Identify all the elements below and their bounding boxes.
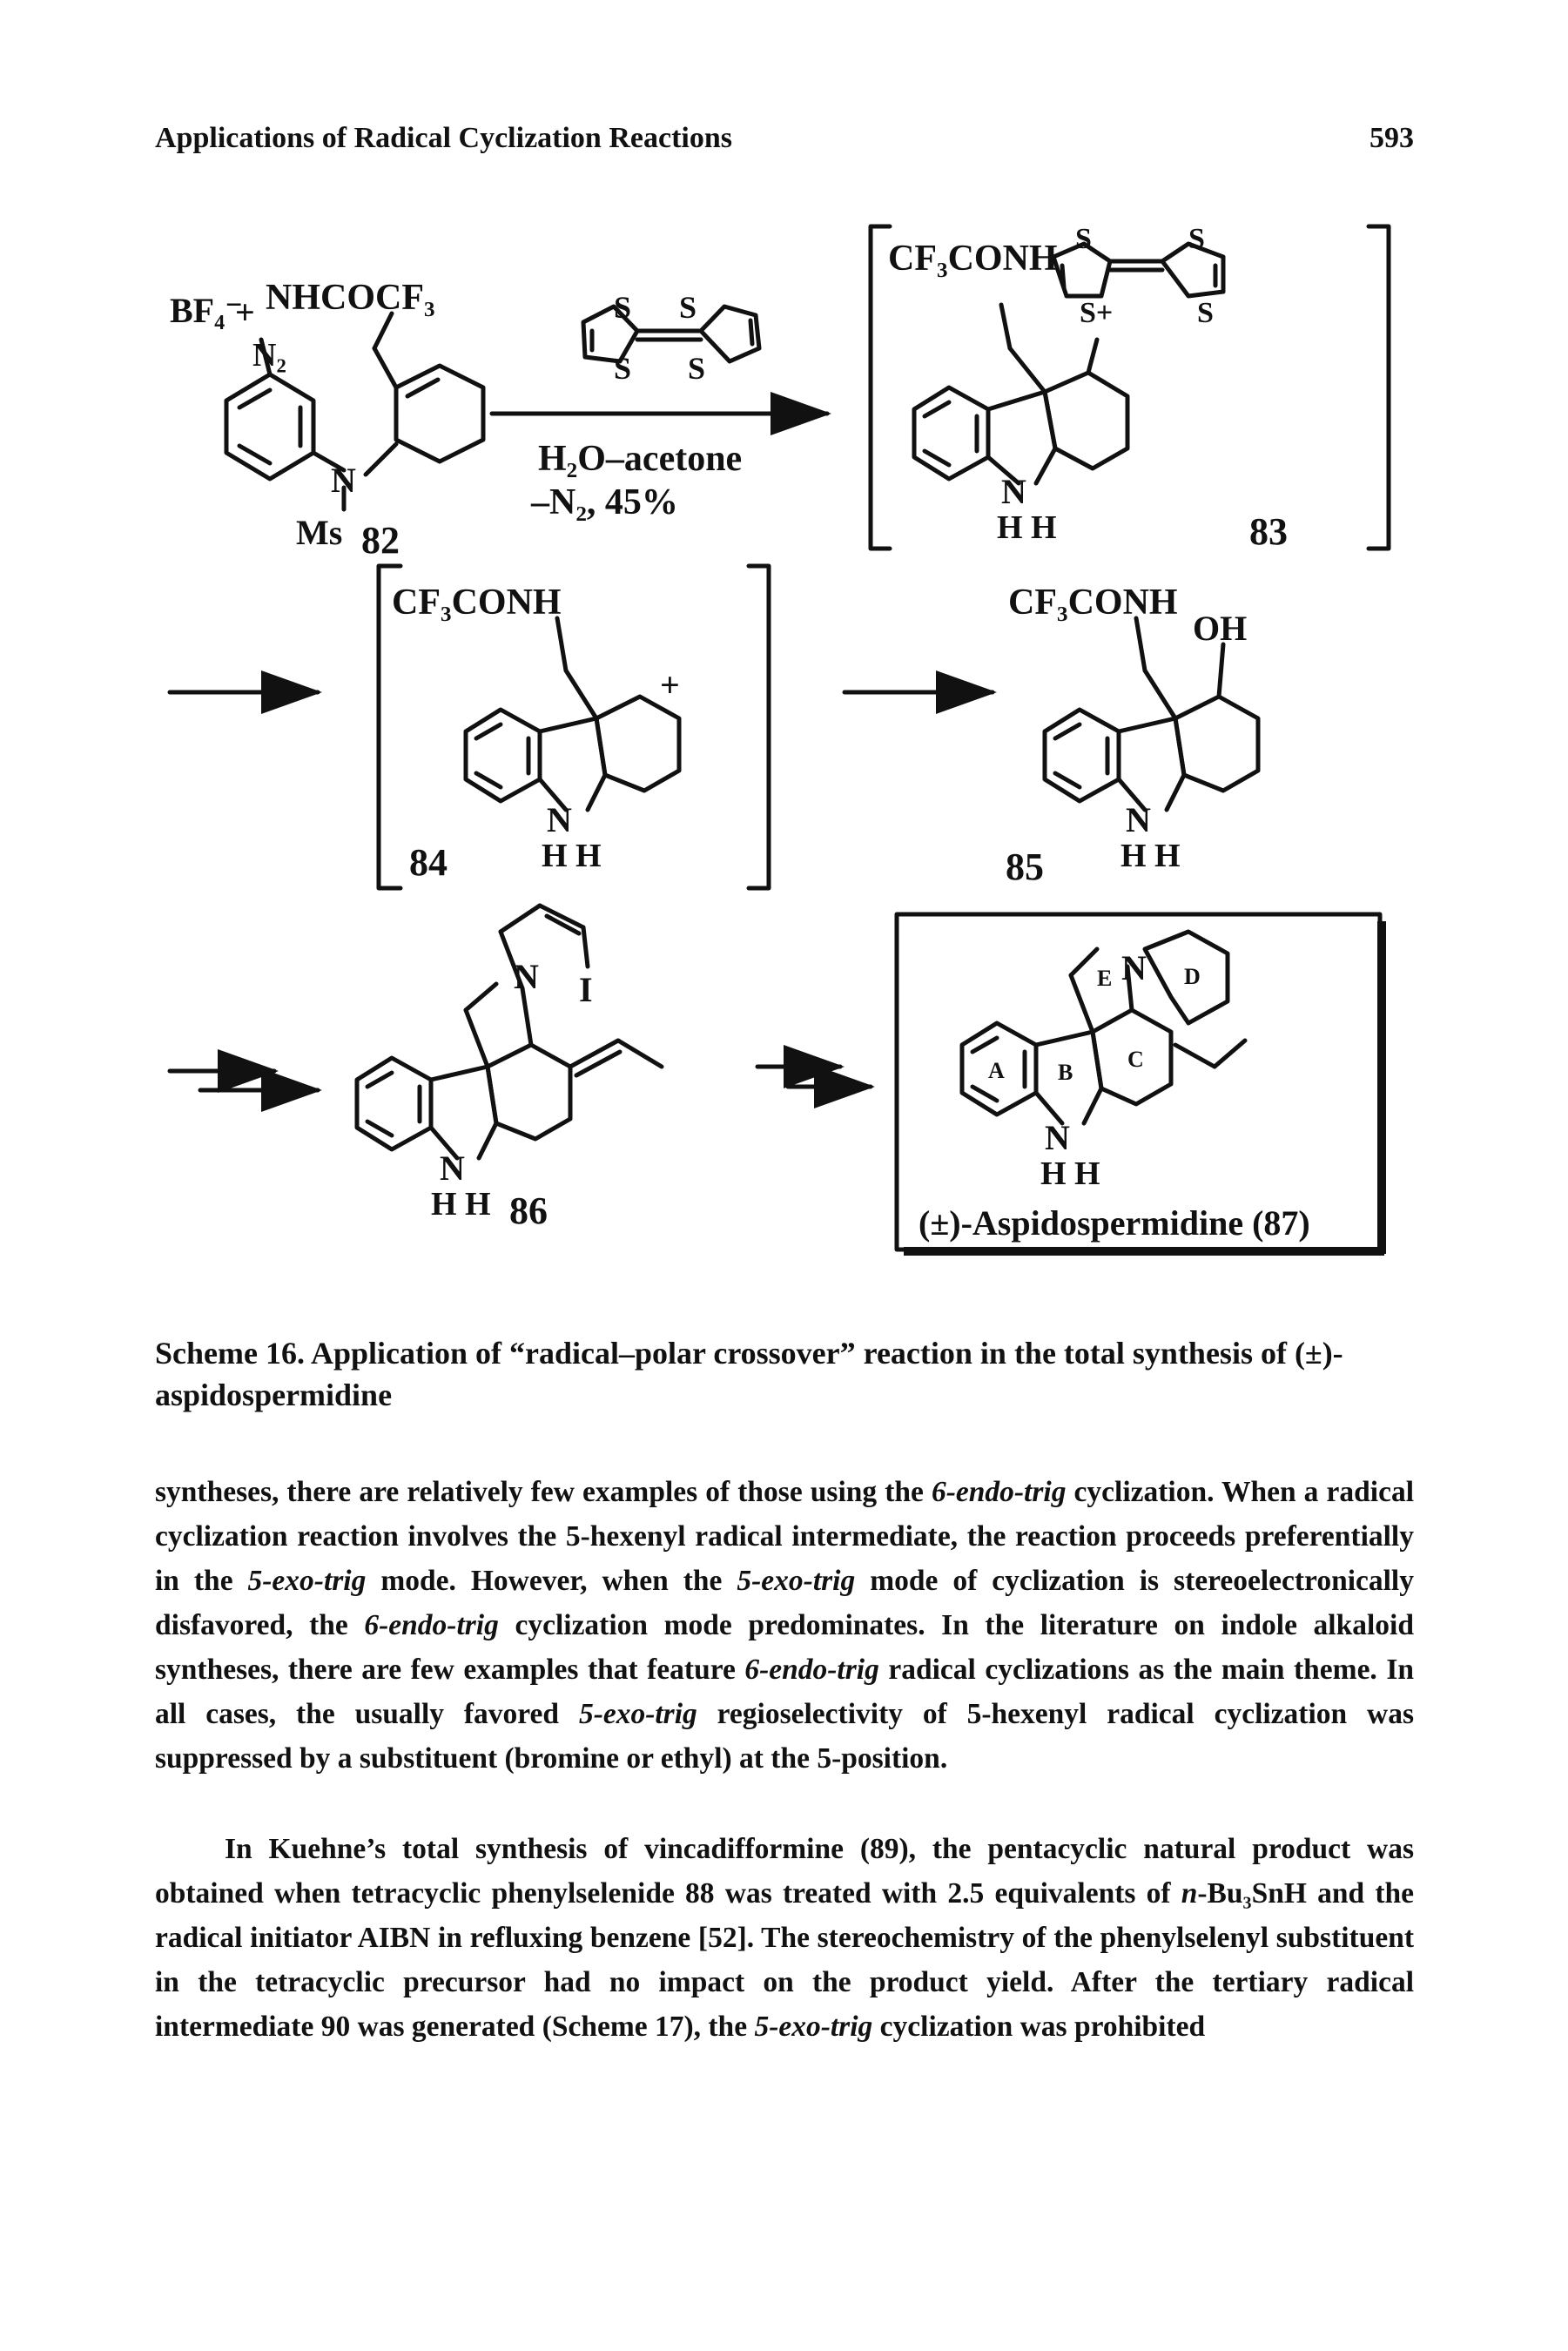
p1-italic-b: 6-endo-trig — [931, 1476, 1067, 1508]
p1-text-k: radical cyclizations as the main theme. … — [155, 1654, 1414, 1730]
compound-84-structure — [463, 616, 682, 812]
bracket-83-left — [868, 224, 892, 551]
p2-text-e: cyclization was prohibited — [872, 2011, 1206, 2043]
compound-label-82: 82 — [361, 519, 400, 562]
p1-text-m: regioselectivity of 5-hexenyl radical cy… — [155, 1698, 1415, 1775]
bracket-84-left — [376, 563, 403, 891]
product-box-shadow-bottom — [904, 1247, 1384, 1256]
scheme-svg: NHCOCF₃ BF₄⁻ + N₂ N Ms 82 S S S S H₂O–ac… — [167, 223, 1391, 1256]
label-ttf-s3: S — [614, 351, 631, 386]
label-83-splus: S+ — [1080, 297, 1113, 329]
compound-83-structure — [912, 241, 1226, 486]
p1-italic-f: 5-exo-trig — [737, 1565, 856, 1597]
label-86-i: I — [579, 970, 593, 1009]
page-number: 593 — [1369, 122, 1414, 154]
ring-label-b: B — [1058, 1060, 1073, 1085]
label-n2: N₂ — [252, 337, 286, 374]
compound-87-structure — [959, 929, 1248, 1126]
compound-label-85: 85 — [1006, 845, 1044, 888]
caption-text: Application of “radical–polar crossover”… — [155, 1336, 1343, 1412]
p2-text-c: -Bu₃SnH and the radical initiator AIBN i… — [155, 1877, 1414, 2043]
label-87-n: N — [1121, 948, 1147, 987]
label-83-s1: S — [1075, 223, 1092, 255]
label-83-cf3conh: CF₃CONH — [888, 239, 1058, 279]
p1-text-a: syntheses, there are relatively few exam… — [155, 1476, 932, 1508]
label-ttf-s1: S — [614, 290, 631, 325]
bracket-83-right — [1366, 224, 1391, 551]
label-83-n: N — [1001, 472, 1026, 511]
ring-label-c: C — [1127, 1047, 1144, 1072]
running-head: Applications of Radical Cyclization Reac… — [155, 122, 1414, 155]
p1-italic-h: 6-endo-trig — [364, 1609, 499, 1641]
p1-text-i: cyclization mode predominates. In the li… — [155, 1609, 1414, 1686]
label-85-oh: OH — [1193, 609, 1247, 648]
compound-label-86: 86 — [509, 1189, 548, 1232]
label-85-n: N — [1126, 800, 1151, 839]
compound-85-structure — [1042, 616, 1261, 812]
p2-italic-d: 5-exo-trig — [754, 2011, 873, 2043]
p1-italic-d: 5-exo-trig — [247, 1565, 367, 1597]
p1-text-g: mode of cyclization is stereoelectronica… — [155, 1565, 1414, 1641]
product-box-shadow-right — [1377, 921, 1386, 1254]
p2-text-a: In Kuehne’s total synthesis of vincadiff… — [155, 1833, 1414, 1910]
ring-label-a: A — [988, 1058, 1005, 1083]
label-82-n: N — [331, 461, 356, 500]
compound-label-83: 83 — [1249, 510, 1288, 553]
ttf-reagent — [581, 304, 762, 364]
reaction-scheme: NHCOCF₃ BF₄⁻ + N₂ N Ms 82 S S S S H₂O–ac… — [131, 209, 1437, 1315]
p1-text-e: mode. However, when the — [366, 1565, 737, 1597]
p1-text-c: cyclization. When a radical cyclization … — [155, 1476, 1415, 1597]
label-ttf-s4: S — [688, 351, 705, 386]
label-85-hh: H H — [1120, 838, 1181, 874]
label-bf4: BF₄⁻ — [170, 291, 243, 330]
ring-label-e: E — [1097, 966, 1112, 991]
caption-label: Scheme 16. — [155, 1336, 305, 1371]
bracket-84-right — [746, 563, 771, 891]
label-84-cf3conh: CF₃CONH — [392, 583, 562, 623]
compound-label-84: 84 — [409, 841, 448, 884]
label-ttf-s2: S — [679, 290, 697, 325]
p1-italic-j: 6-endo-trig — [744, 1654, 879, 1686]
label-bf4-plus: + — [235, 293, 255, 332]
ring-label-d: D — [1184, 964, 1201, 989]
scheme-caption: Scheme 16. Application of “radical–polar… — [155, 1332, 1414, 1416]
label-84-plus: + — [660, 665, 680, 704]
p2-italic-b: n — [1181, 1877, 1198, 1910]
reagent-top: H₂O–acetone — [538, 439, 742, 479]
compound-82-structure — [224, 311, 486, 512]
label-86-n: N — [514, 957, 539, 996]
label-83-hh: H H — [997, 509, 1057, 546]
label-86-hh: H H — [431, 1186, 491, 1223]
running-title: Applications of Radical Cyclization Reac… — [155, 122, 732, 154]
product-box-label: (±)-Aspidospermidine (87) — [919, 1203, 1310, 1243]
label-86-nh: N — [440, 1149, 465, 1188]
label-84-hh: H H — [542, 838, 602, 874]
label-nhcocf3: NHCOCF₃ — [266, 278, 435, 318]
label-83-s3: S — [1197, 297, 1214, 329]
compound-86-structure — [354, 903, 664, 1161]
label-87-n-h: N — [1045, 1118, 1070, 1157]
label-87-hh: H H — [1040, 1155, 1100, 1192]
label-83-s2: S — [1188, 223, 1205, 255]
label-85-cf3conh: CF₃CONH — [1008, 583, 1178, 623]
p1-italic-l: 5-exo-trig — [578, 1698, 697, 1730]
reagent-bottom: –N₂, 45% — [530, 482, 678, 522]
label-84-n: N — [547, 800, 572, 839]
label-ms: Ms — [296, 513, 342, 552]
body-paragraph-2: In Kuehne’s total synthesis of vincadiff… — [155, 1827, 1414, 2049]
body-paragraph-1: syntheses, there are relatively few exam… — [155, 1470, 1414, 1781]
